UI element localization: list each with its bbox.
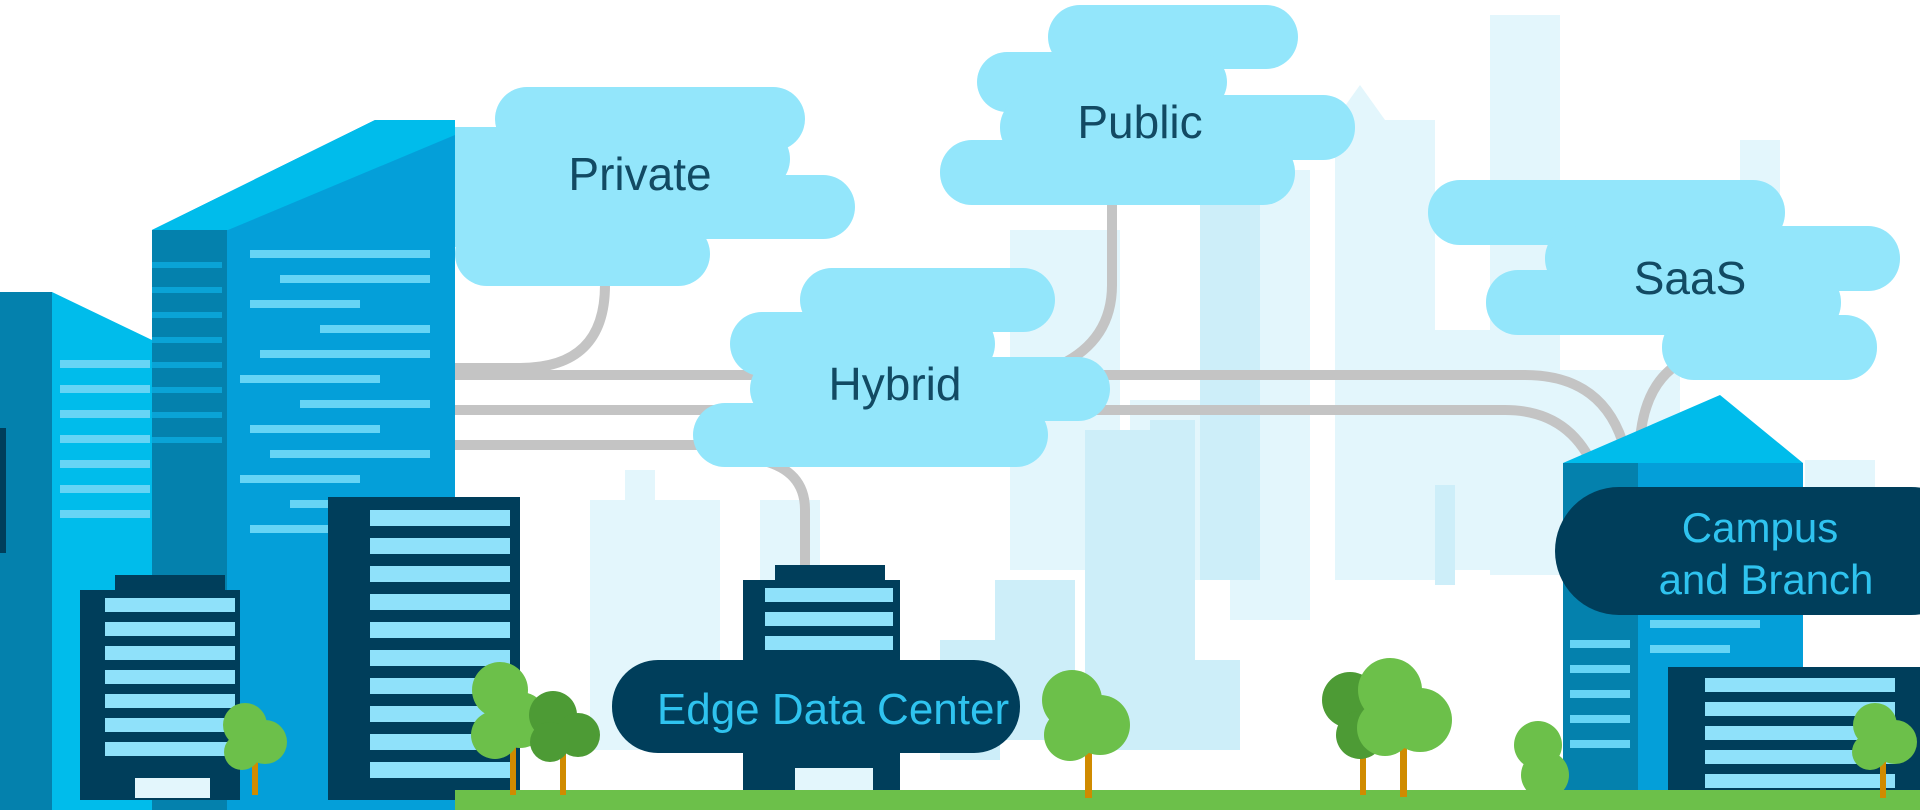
- saas-cloud-label: SaaS: [1634, 252, 1747, 304]
- campus-label-line1: Campus: [1682, 504, 1838, 551]
- edge-data-center-badge: Edge Data Center: [612, 660, 1020, 753]
- saas-cloud: SaaS: [1428, 180, 1900, 380]
- campus-label-line2: and Branch: [1659, 556, 1874, 603]
- tree: [223, 703, 287, 795]
- private-cloud-label: Private: [568, 148, 711, 200]
- hybrid-cloud-label: Hybrid: [829, 358, 962, 410]
- tree: [529, 691, 600, 795]
- public-cloud: Public: [940, 5, 1355, 205]
- tree: [1514, 721, 1569, 799]
- campus-branch-badge: Campus and Branch: [1555, 487, 1920, 615]
- tree: [1852, 703, 1917, 798]
- hybrid-cloud: Hybrid: [693, 268, 1110, 467]
- private-cloud: Private: [455, 87, 855, 286]
- tree: [1042, 670, 1130, 798]
- tree: [1357, 658, 1452, 797]
- background-skyline-mid: [940, 170, 1455, 760]
- public-cloud-label: Public: [1077, 96, 1202, 148]
- grass-ground: [455, 790, 1920, 810]
- trees: [223, 658, 1917, 799]
- left-small-building: [80, 575, 240, 800]
- edge-data-center-label: Edge Data Center: [657, 685, 1009, 734]
